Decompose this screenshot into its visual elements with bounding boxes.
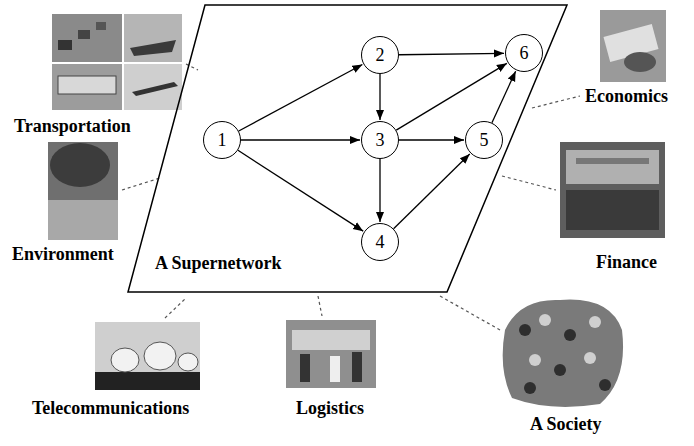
arrow-connector <box>399 53 504 54</box>
domain-label: Finance <box>596 252 657 272</box>
photo-detail <box>564 329 576 341</box>
photo-tile <box>48 142 118 240</box>
photo-detail <box>524 382 536 394</box>
label-holder: Transportation <box>14 116 131 137</box>
photo-tile <box>124 64 182 110</box>
photo-detail <box>132 82 178 96</box>
photo-detail <box>554 364 566 376</box>
photo-detail <box>519 324 531 336</box>
photo-tile <box>52 64 122 110</box>
photo-tile <box>503 300 623 407</box>
arrow-connector <box>379 159 380 222</box>
photo-tile <box>286 320 376 388</box>
plane-border <box>128 5 567 292</box>
label-holder: A Society <box>530 414 602 435</box>
arrow-connector <box>492 71 516 123</box>
node-number: 2 <box>376 46 385 64</box>
leader-line <box>318 296 322 316</box>
label-holder: Telecommunications <box>32 398 189 419</box>
arrow-connector <box>396 63 507 130</box>
photo-detail <box>529 354 541 366</box>
environment-photo <box>48 142 118 240</box>
transportation-photo <box>52 14 182 110</box>
photo-detail <box>50 143 110 187</box>
node-number: 1 <box>218 131 227 149</box>
arrow-connector <box>239 64 363 131</box>
leader-lines <box>122 64 580 330</box>
network-node: 3 <box>361 121 399 159</box>
node-number: 4 <box>376 233 385 251</box>
photo-tile <box>124 14 182 62</box>
label-holder: Logistics <box>296 398 364 419</box>
photo-detail <box>599 379 611 391</box>
leader-line <box>440 296 500 330</box>
photo-detail <box>96 22 106 30</box>
photo-detail <box>566 190 659 230</box>
photo-tile <box>560 142 665 238</box>
network-node: 6 <box>505 34 543 72</box>
arrow-connector <box>241 139 360 140</box>
supernetwork-plane: A Supernetwork 1 2 3 4 5 6 <box>128 5 567 292</box>
network-node: 4 <box>361 223 399 261</box>
photo-detail <box>566 150 659 184</box>
photo-detail <box>178 353 198 371</box>
plane-outline <box>128 5 567 292</box>
photo-detail <box>539 314 551 326</box>
photo-detail <box>330 356 340 382</box>
photo-detail <box>78 30 90 39</box>
photo-detail <box>352 352 362 382</box>
photo-detail <box>589 316 601 328</box>
photo-detail <box>58 76 116 94</box>
node-number: 6 <box>520 44 529 62</box>
photo-tile <box>600 10 666 82</box>
photo-detail <box>58 40 72 50</box>
plane-title-holder: A Supernetwork <box>155 253 282 274</box>
leader-line <box>122 178 160 190</box>
photo-detail <box>292 330 370 350</box>
arrow-connector <box>379 74 380 120</box>
leader-line <box>502 176 556 190</box>
photo-detail <box>624 52 656 72</box>
arrow-connector <box>394 154 470 229</box>
telecommunications-photo <box>95 322 200 390</box>
domain-label: Logistics <box>296 398 364 418</box>
plane-title: A Supernetwork <box>155 253 282 273</box>
label-holder: Economics <box>585 86 668 107</box>
photo-detail <box>48 200 118 240</box>
finance-photo <box>560 142 665 238</box>
domain-label: A Society <box>530 414 602 434</box>
network-node: 5 <box>465 121 503 159</box>
photo-detail <box>576 158 649 164</box>
domain-label: Environment <box>12 244 114 264</box>
photo-tile <box>95 322 200 390</box>
photo-detail <box>95 372 200 390</box>
logistics-photo <box>286 320 376 388</box>
society-photo <box>503 300 623 407</box>
domain-label: Telecommunications <box>32 398 189 418</box>
photo-detail <box>584 352 596 364</box>
photo-detail <box>111 348 139 372</box>
network-node: 1 <box>203 121 241 159</box>
photo-detail <box>130 40 176 56</box>
photo-detail <box>300 354 310 382</box>
domain-label: Transportation <box>14 116 131 136</box>
leader-line <box>532 96 580 108</box>
arrow-connector <box>399 139 464 140</box>
arrow-connector <box>238 150 363 231</box>
network-node: 2 <box>361 36 399 74</box>
label-holder: Finance <box>596 252 657 273</box>
node-number: 5 <box>480 131 489 149</box>
photo-detail <box>144 342 176 370</box>
leader-line <box>165 298 186 318</box>
economics-photo <box>600 10 666 82</box>
node-number: 3 <box>376 131 385 149</box>
photo-tile <box>52 14 122 62</box>
domain-label: Economics <box>585 86 668 106</box>
label-holder: Environment <box>12 244 114 265</box>
